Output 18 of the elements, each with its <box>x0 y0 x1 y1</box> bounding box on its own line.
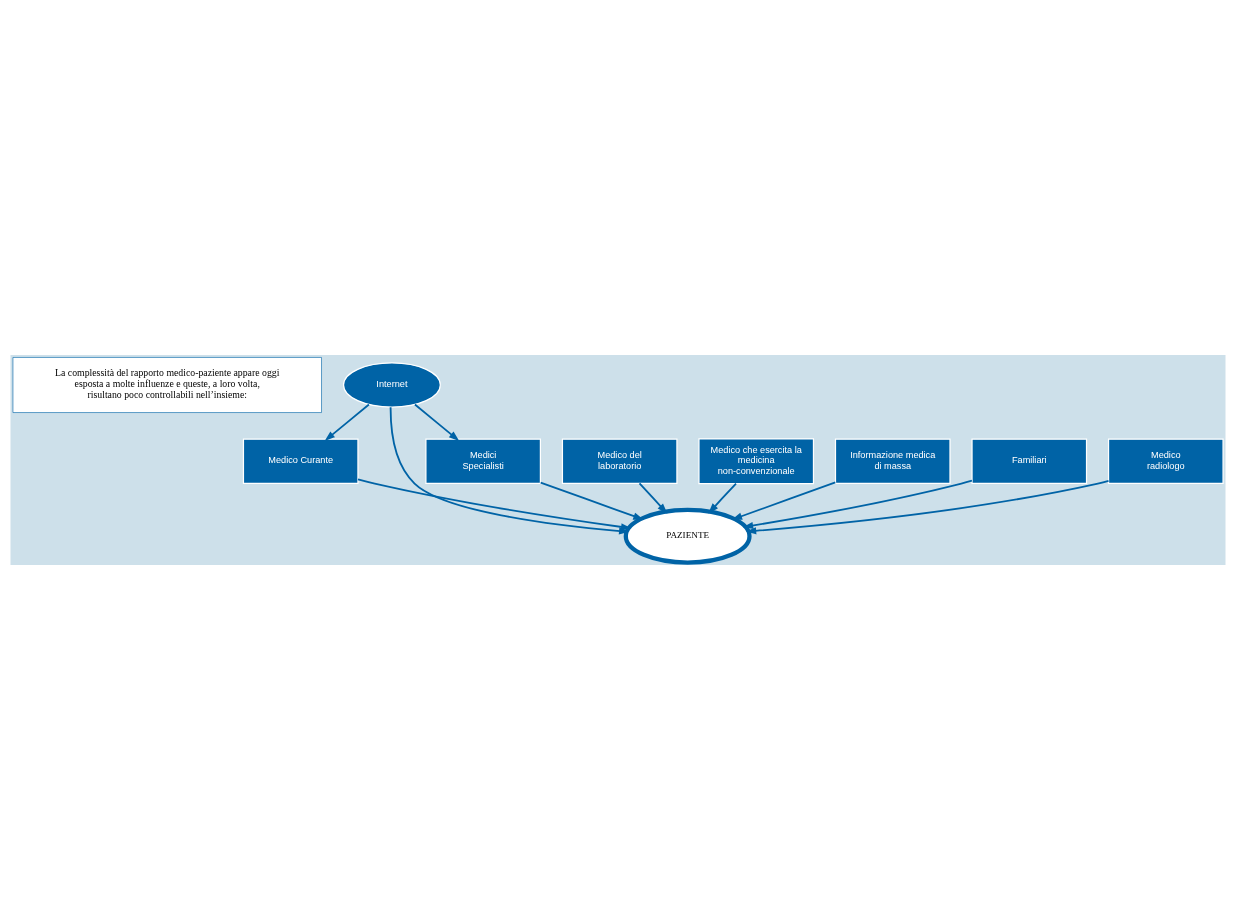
arrow <box>539 481 644 520</box>
arrow <box>708 482 737 514</box>
arrow <box>742 479 973 530</box>
node-box: Medico che esercita la medicina non-convenzionale <box>698 438 815 485</box>
arrow <box>389 406 630 535</box>
arrow <box>638 482 668 514</box>
arrow <box>414 403 460 441</box>
arrow <box>745 480 1110 535</box>
node-ellipse: Internet <box>342 362 441 408</box>
node-box: Medici Specialisti <box>425 438 541 484</box>
node-box: La complessità del rapporto medico-paziente appare oggi esposta a molte influenze e queste, a loro volta, risultano poco controllabili nell’insieme: <box>12 357 322 413</box>
node-box: Medico Curante <box>242 438 359 484</box>
arrow <box>324 403 370 441</box>
node-box: Familiari <box>971 438 1088 484</box>
node-box: Informazione medica di massa <box>834 438 951 484</box>
node-box: Medico del laboratorio <box>561 438 678 484</box>
node-box: Medico radiologo <box>1107 438 1224 484</box>
arrow <box>357 478 632 531</box>
